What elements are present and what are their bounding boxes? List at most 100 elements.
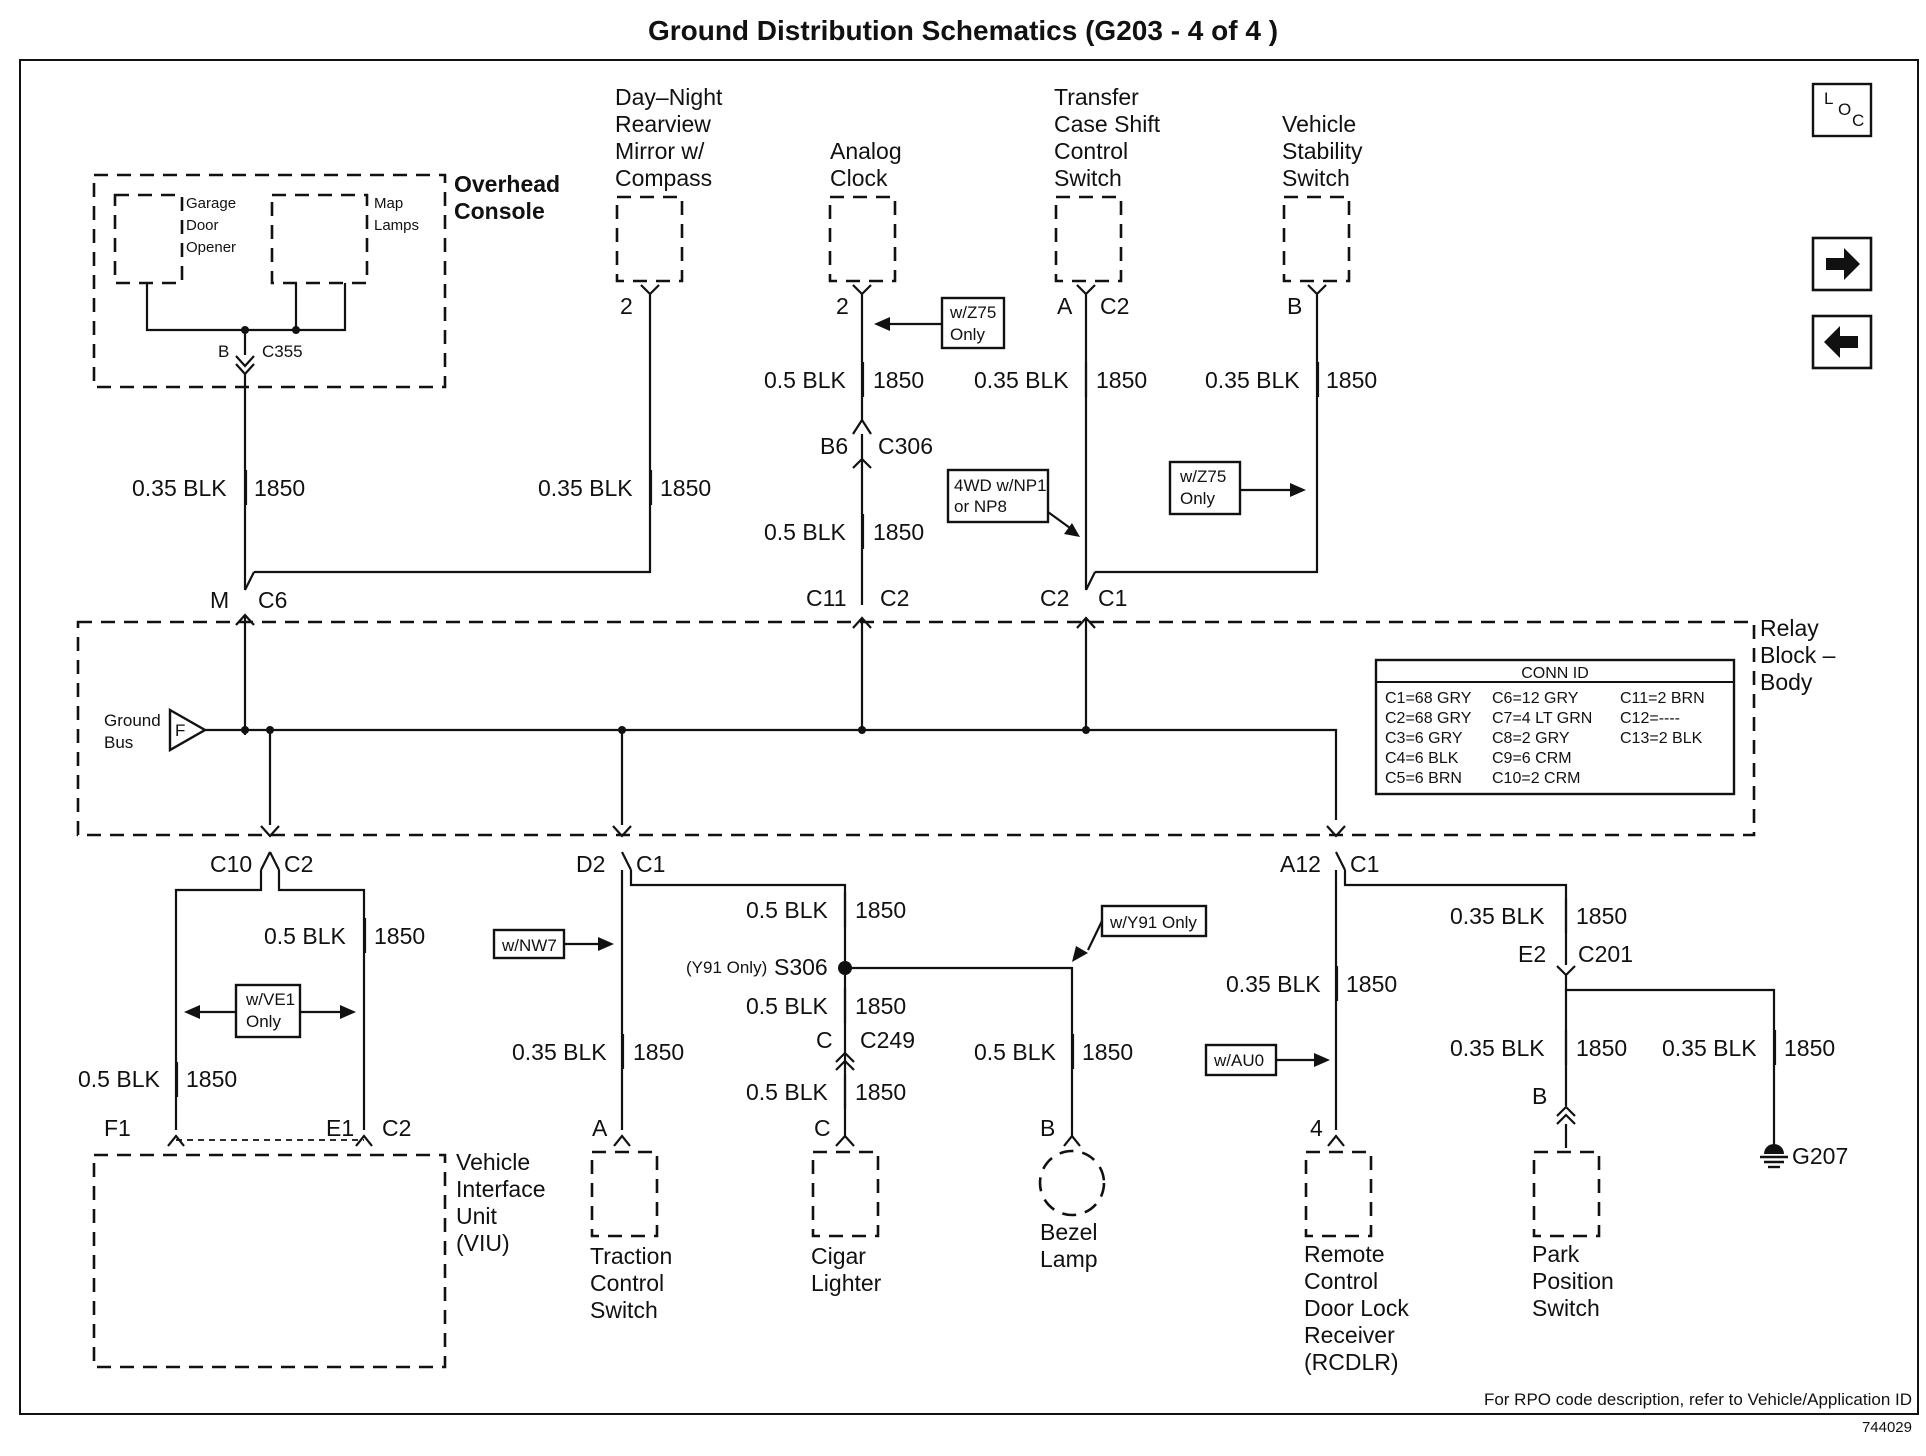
rcdlr-label-2: Control xyxy=(1304,1268,1378,1294)
conn-id-c7: C7=4 LT GRN xyxy=(1492,710,1592,727)
left-arrow-icon xyxy=(1824,326,1858,358)
clock-option-1: w/Z75 xyxy=(949,303,996,322)
rcdlr-label-4: Receiver xyxy=(1304,1322,1395,1348)
analog-clock: Analog Clock 2 w/Z75 Only 0.5 BLK 1850 B… xyxy=(764,138,1006,730)
clock-wire-circuit-1: 1850 xyxy=(873,367,924,393)
stability-wire-circuit: 1850 xyxy=(1326,367,1377,393)
traction-wire-circuit: 1850 xyxy=(633,1039,684,1065)
rcdlr-box xyxy=(1304,1150,1373,1238)
conn-c201: C201 xyxy=(1578,941,1633,967)
conn-id-c3: C3=6 GRY xyxy=(1385,730,1463,747)
viu-wire-size-1: 0.5 BLK xyxy=(264,923,346,949)
loc-l: L xyxy=(1824,89,1833,108)
viu-option-2: Only xyxy=(246,1012,281,1031)
conn-c2-viu: C2 xyxy=(284,851,313,877)
garage-label-2: Door xyxy=(186,217,219,234)
conn-id-c10: C10=2 CRM xyxy=(1492,770,1580,787)
map-lamps-box xyxy=(270,193,369,285)
s306: S306 xyxy=(774,954,828,980)
traction-option-box xyxy=(492,928,566,960)
stability-label-3: Switch xyxy=(1282,165,1350,191)
conn-c-249: C xyxy=(816,1027,833,1053)
loc-c: C xyxy=(1852,111,1864,130)
clock-wire-size-1: 0.5 BLK xyxy=(764,367,846,393)
transfer-label-1: Transfer xyxy=(1054,84,1139,110)
garage-label-1: Garage xyxy=(186,195,236,212)
clock-label-2: Clock xyxy=(830,165,888,191)
right-arrow-icon xyxy=(1826,248,1860,280)
bezel-wire-size: 0.5 BLK xyxy=(974,1039,1056,1065)
park-label-1: Park xyxy=(1532,1241,1580,1267)
stability-option-2: Only xyxy=(1180,489,1215,508)
option-4wd-1: 4WD w/NP1 xyxy=(954,476,1047,495)
transfer-wire-circuit: 1850 xyxy=(1096,367,1147,393)
conn-m: M xyxy=(210,587,229,613)
day-night-mirror: Day–Night Rearview Mirror w/ Compass 2 0… xyxy=(254,84,723,574)
prev-page-button[interactable] xyxy=(1811,314,1873,370)
conn-c1-rcdlr: C1 xyxy=(1350,851,1379,877)
cigar-label-2: Lighter xyxy=(811,1270,882,1296)
bezel-pin: B xyxy=(1040,1115,1055,1141)
conn-id-c4: C4=6 BLK xyxy=(1385,750,1459,767)
s306-wire-size-1: 0.5 BLK xyxy=(746,897,828,923)
traction-label-1: Traction xyxy=(590,1243,672,1269)
viu-option-box xyxy=(234,983,302,1039)
mirror-label-2: Rearview xyxy=(615,111,711,137)
g207-label: G207 xyxy=(1792,1143,1848,1169)
map-label-1: Map xyxy=(374,195,403,212)
viu-label-2: Interface xyxy=(456,1176,546,1202)
mirror-pin: 2 xyxy=(620,293,633,319)
park-wire-circuit-1: 1850 xyxy=(1576,903,1627,929)
rcdlr-label-3: Door Lock xyxy=(1304,1295,1409,1321)
cigar-wire-circuit-1: 1850 xyxy=(855,993,906,1019)
cigar-label-1: Cigar xyxy=(811,1243,866,1269)
viu-label-4: (VIU) xyxy=(456,1230,510,1256)
garage-door-opener-box xyxy=(113,193,184,285)
traction-label-3: Switch xyxy=(590,1297,658,1323)
s306-wire-circuit-1: 1850 xyxy=(855,897,906,923)
conn-e2: E2 xyxy=(1518,941,1546,967)
overhead-wire-size: 0.35 BLK xyxy=(132,475,227,501)
option-4wd-box xyxy=(946,468,1050,524)
conn-c1-transfer: C1 xyxy=(1098,585,1127,611)
traction-box xyxy=(590,1150,659,1238)
loc-button[interactable]: L O C xyxy=(1811,82,1873,138)
map-label-2: Lamps xyxy=(374,217,419,234)
relay-label-2: Block – xyxy=(1760,642,1836,668)
conn-id-c13: C13=2 BLK xyxy=(1620,730,1703,747)
ground-bus-pin: F xyxy=(175,721,185,740)
conn-c1-traction: C1 xyxy=(636,851,665,877)
transfer-case-switch: Transfer Case Shift Control Switch A C2 … xyxy=(946,84,1161,730)
park-box xyxy=(1532,1150,1601,1238)
conn-c2-viu-bottom: C2 xyxy=(382,1115,411,1141)
vehicle-interface-unit: C10 C2 0.5 BLK 1850 0.5 BLK 1850 w/VE1 O… xyxy=(78,851,546,1369)
option-4wd-2: or NP8 xyxy=(954,497,1007,516)
rcdlr-pin: 4 xyxy=(1310,1115,1323,1141)
bezel-option-box xyxy=(1100,904,1208,938)
c355-pin: B xyxy=(218,342,229,361)
conn-c249: C249 xyxy=(860,1027,915,1053)
mirror-label-3: Mirror w/ xyxy=(615,138,705,164)
conn-c10: C10 xyxy=(210,851,252,877)
ground-icon xyxy=(1760,1144,1788,1169)
rcdlr-branch: A12 C1 0.35 BLK 1850 w/AU0 4 Remote Cont… xyxy=(1204,851,1848,1375)
g207-wire-circuit: 1850 xyxy=(1784,1035,1835,1061)
transfer-label-3: Control xyxy=(1054,138,1128,164)
ground-bus-label-2: Bus xyxy=(104,733,133,752)
conn-id-c5: C5=6 BRN xyxy=(1385,770,1462,787)
s306-pre: (Y91 Only) xyxy=(686,958,767,977)
bezel-option: w/Y91 Only xyxy=(1109,913,1197,932)
traction-wire-size: 0.35 BLK xyxy=(512,1039,607,1065)
cigar-box xyxy=(811,1150,880,1238)
overhead-console: Garage Door Opener Map Lamps Overhead Co… xyxy=(92,171,560,389)
viu-box xyxy=(92,1153,447,1369)
viu-label-3: Unit xyxy=(456,1203,498,1229)
g207-wire-size: 0.35 BLK xyxy=(1662,1035,1757,1061)
rcdlr-option-box xyxy=(1204,1043,1278,1077)
next-page-button[interactable] xyxy=(1811,236,1873,292)
conn-d2: D2 xyxy=(576,851,605,877)
traction-control-branch: D2 C1 0.5 BLK 1850 w/NW7 0.35 BLK 1850 A… xyxy=(492,851,1208,1323)
conn-e1: E1 xyxy=(326,1115,354,1141)
c355-label: C355 xyxy=(262,342,303,361)
rcdlr-label-1: Remote xyxy=(1304,1241,1385,1267)
